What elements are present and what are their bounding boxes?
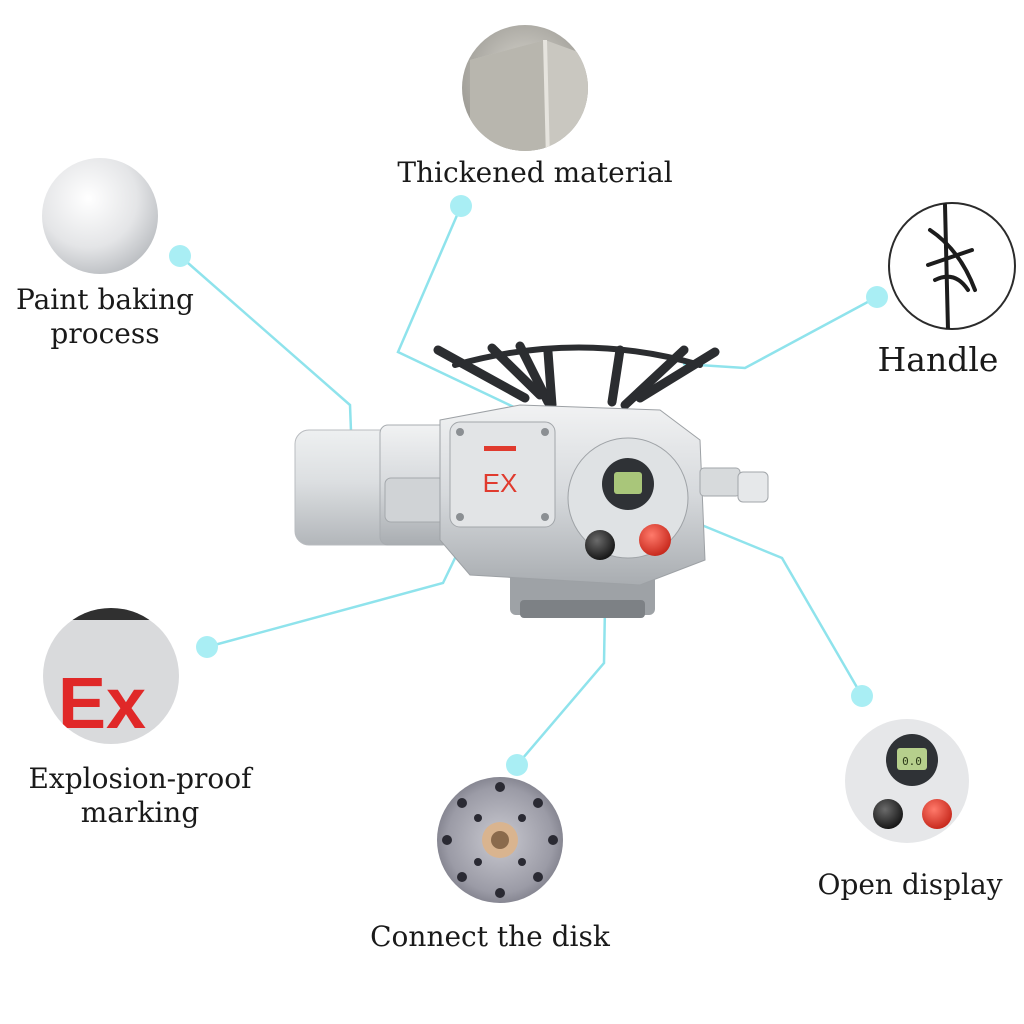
label-line: Open display — [817, 868, 1003, 901]
dot-paint-baking — [169, 245, 191, 267]
ex-marking-closeup: Ex — [43, 608, 179, 744]
label-explosion-proof-marking: Explosion-proof marking — [10, 762, 270, 829]
actuator-device: EX — [294, 341, 769, 618]
handwheel-closeup — [888, 202, 1016, 330]
label-paint-baking-process: Paint baking process — [0, 283, 210, 350]
label-thickened-material: Thickened material — [395, 156, 675, 190]
handwheel — [433, 341, 720, 410]
label-open-display: Open display — [805, 868, 1015, 902]
mounting-disk-closeup — [437, 777, 563, 903]
leader-handle — [682, 295, 878, 370]
label-handle: Handle — [868, 340, 1008, 380]
ex-closeup-text: Ex — [58, 664, 146, 744]
ex-marking-text: EX — [483, 468, 518, 498]
label-connect-the-disk: Connect the disk — [355, 920, 625, 954]
painted-surface-closeup — [42, 158, 158, 274]
dot-connect-disk — [506, 754, 528, 776]
leader-thickened-material — [396, 205, 521, 412]
label-line: marking — [80, 795, 200, 829]
dot-open-display — [851, 685, 873, 707]
label-line: Handle — [877, 340, 999, 379]
label-line: Connect the disk — [370, 920, 610, 953]
label-line: Thickened material — [397, 156, 673, 189]
callout-dots — [169, 195, 888, 776]
display-panel-closeup: 0.0 — [845, 719, 969, 843]
dot-explosion-proof — [196, 636, 218, 658]
label-line: Explosion-proof — [28, 762, 252, 795]
label-line: process — [50, 316, 160, 350]
dot-handle — [866, 286, 888, 308]
metal-corner-closeup — [462, 25, 588, 151]
label-line: Paint baking — [16, 283, 194, 316]
dot-thickened-material — [450, 195, 472, 217]
leader-connect-disk — [516, 604, 607, 766]
display-closeup-text: 0.0 — [902, 755, 922, 768]
